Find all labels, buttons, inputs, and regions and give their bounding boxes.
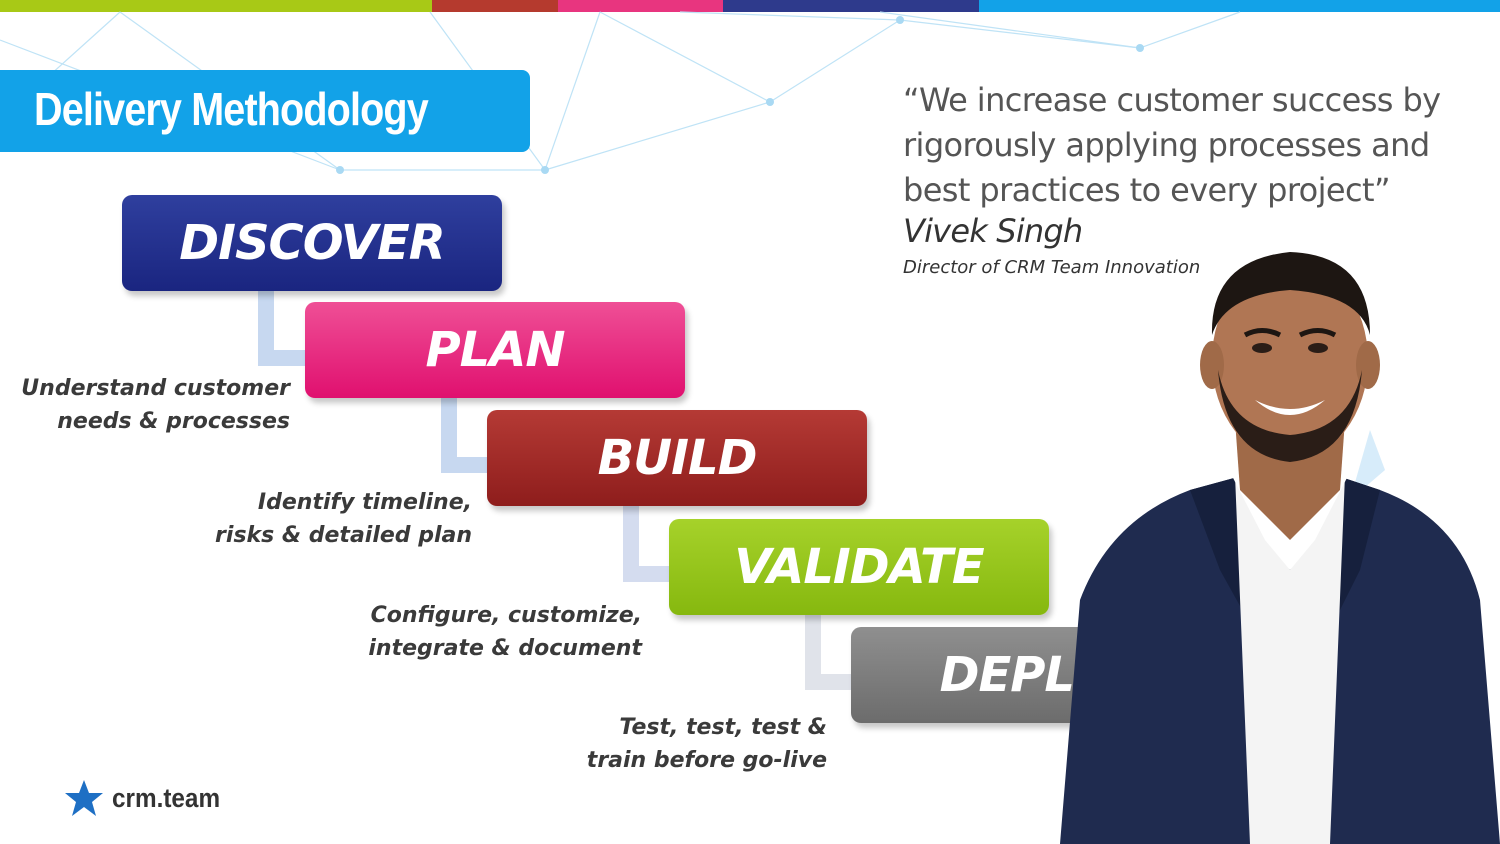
description-line: train before go-live (586, 748, 827, 773)
connector-2 (441, 397, 457, 473)
phase-label: VALIDATE (734, 539, 984, 595)
quote-line: best practices to every project” (903, 171, 1391, 209)
top-color-bar (0, 0, 1500, 12)
connector-3 (623, 505, 639, 582)
brand-logo: crm.team (64, 778, 232, 818)
title-banner: Delivery Methodology (0, 70, 530, 152)
portrait-photo (1060, 252, 1500, 844)
phase-discover: DISCOVER (122, 195, 502, 291)
slide-title: Delivery Methodology (34, 83, 429, 135)
quote-text: “We increase customer success by rigorou… (903, 78, 1441, 213)
bar-segment-red (432, 0, 558, 12)
connector-2b (441, 457, 491, 473)
quote-author: Vivek Singh (903, 212, 1083, 250)
description-line: Test, test, test & (619, 715, 827, 740)
phase-label: BUILD (597, 430, 758, 486)
phase-label: PLAN (425, 322, 565, 378)
description-line: integrate & document (368, 636, 642, 661)
bar-segment-blue (979, 0, 1500, 12)
phase-label: DISCOVER (179, 215, 445, 271)
description-line: needs & processes (57, 409, 290, 434)
bar-segment-green (0, 0, 432, 12)
description-discover: Understand customer needs & processes (21, 372, 290, 438)
bar-segment-navy (723, 0, 979, 12)
description-line: Understand customer (21, 376, 290, 401)
quote-line: “We increase customer success by (903, 81, 1441, 119)
connector-4b (805, 674, 855, 690)
star-icon (65, 780, 103, 816)
connector-4 (805, 614, 821, 690)
logo-text: crm.team (112, 782, 221, 813)
phase-plan: PLAN (305, 302, 685, 398)
quote-line: rigorously applying processes and (903, 126, 1430, 164)
connector-1b (258, 350, 310, 366)
description-line: Configure, customize, (370, 603, 642, 628)
phase-validate: VALIDATE (669, 519, 1049, 615)
description-line: risks & detailed plan (215, 523, 472, 548)
description-plan: Identify timeline, risks & detailed plan (215, 486, 472, 552)
connector-1 (258, 290, 274, 366)
description-line: Identify timeline, (257, 490, 472, 515)
author-role: Director of CRM Team Innovation (903, 257, 1201, 278)
description-build: Configure, customize, integrate & docume… (368, 599, 642, 665)
bar-segment-pink (558, 0, 723, 12)
phase-build: BUILD (487, 410, 867, 506)
description-validate: Test, test, test & train before go-live (587, 711, 827, 777)
connector-3b (623, 566, 673, 582)
